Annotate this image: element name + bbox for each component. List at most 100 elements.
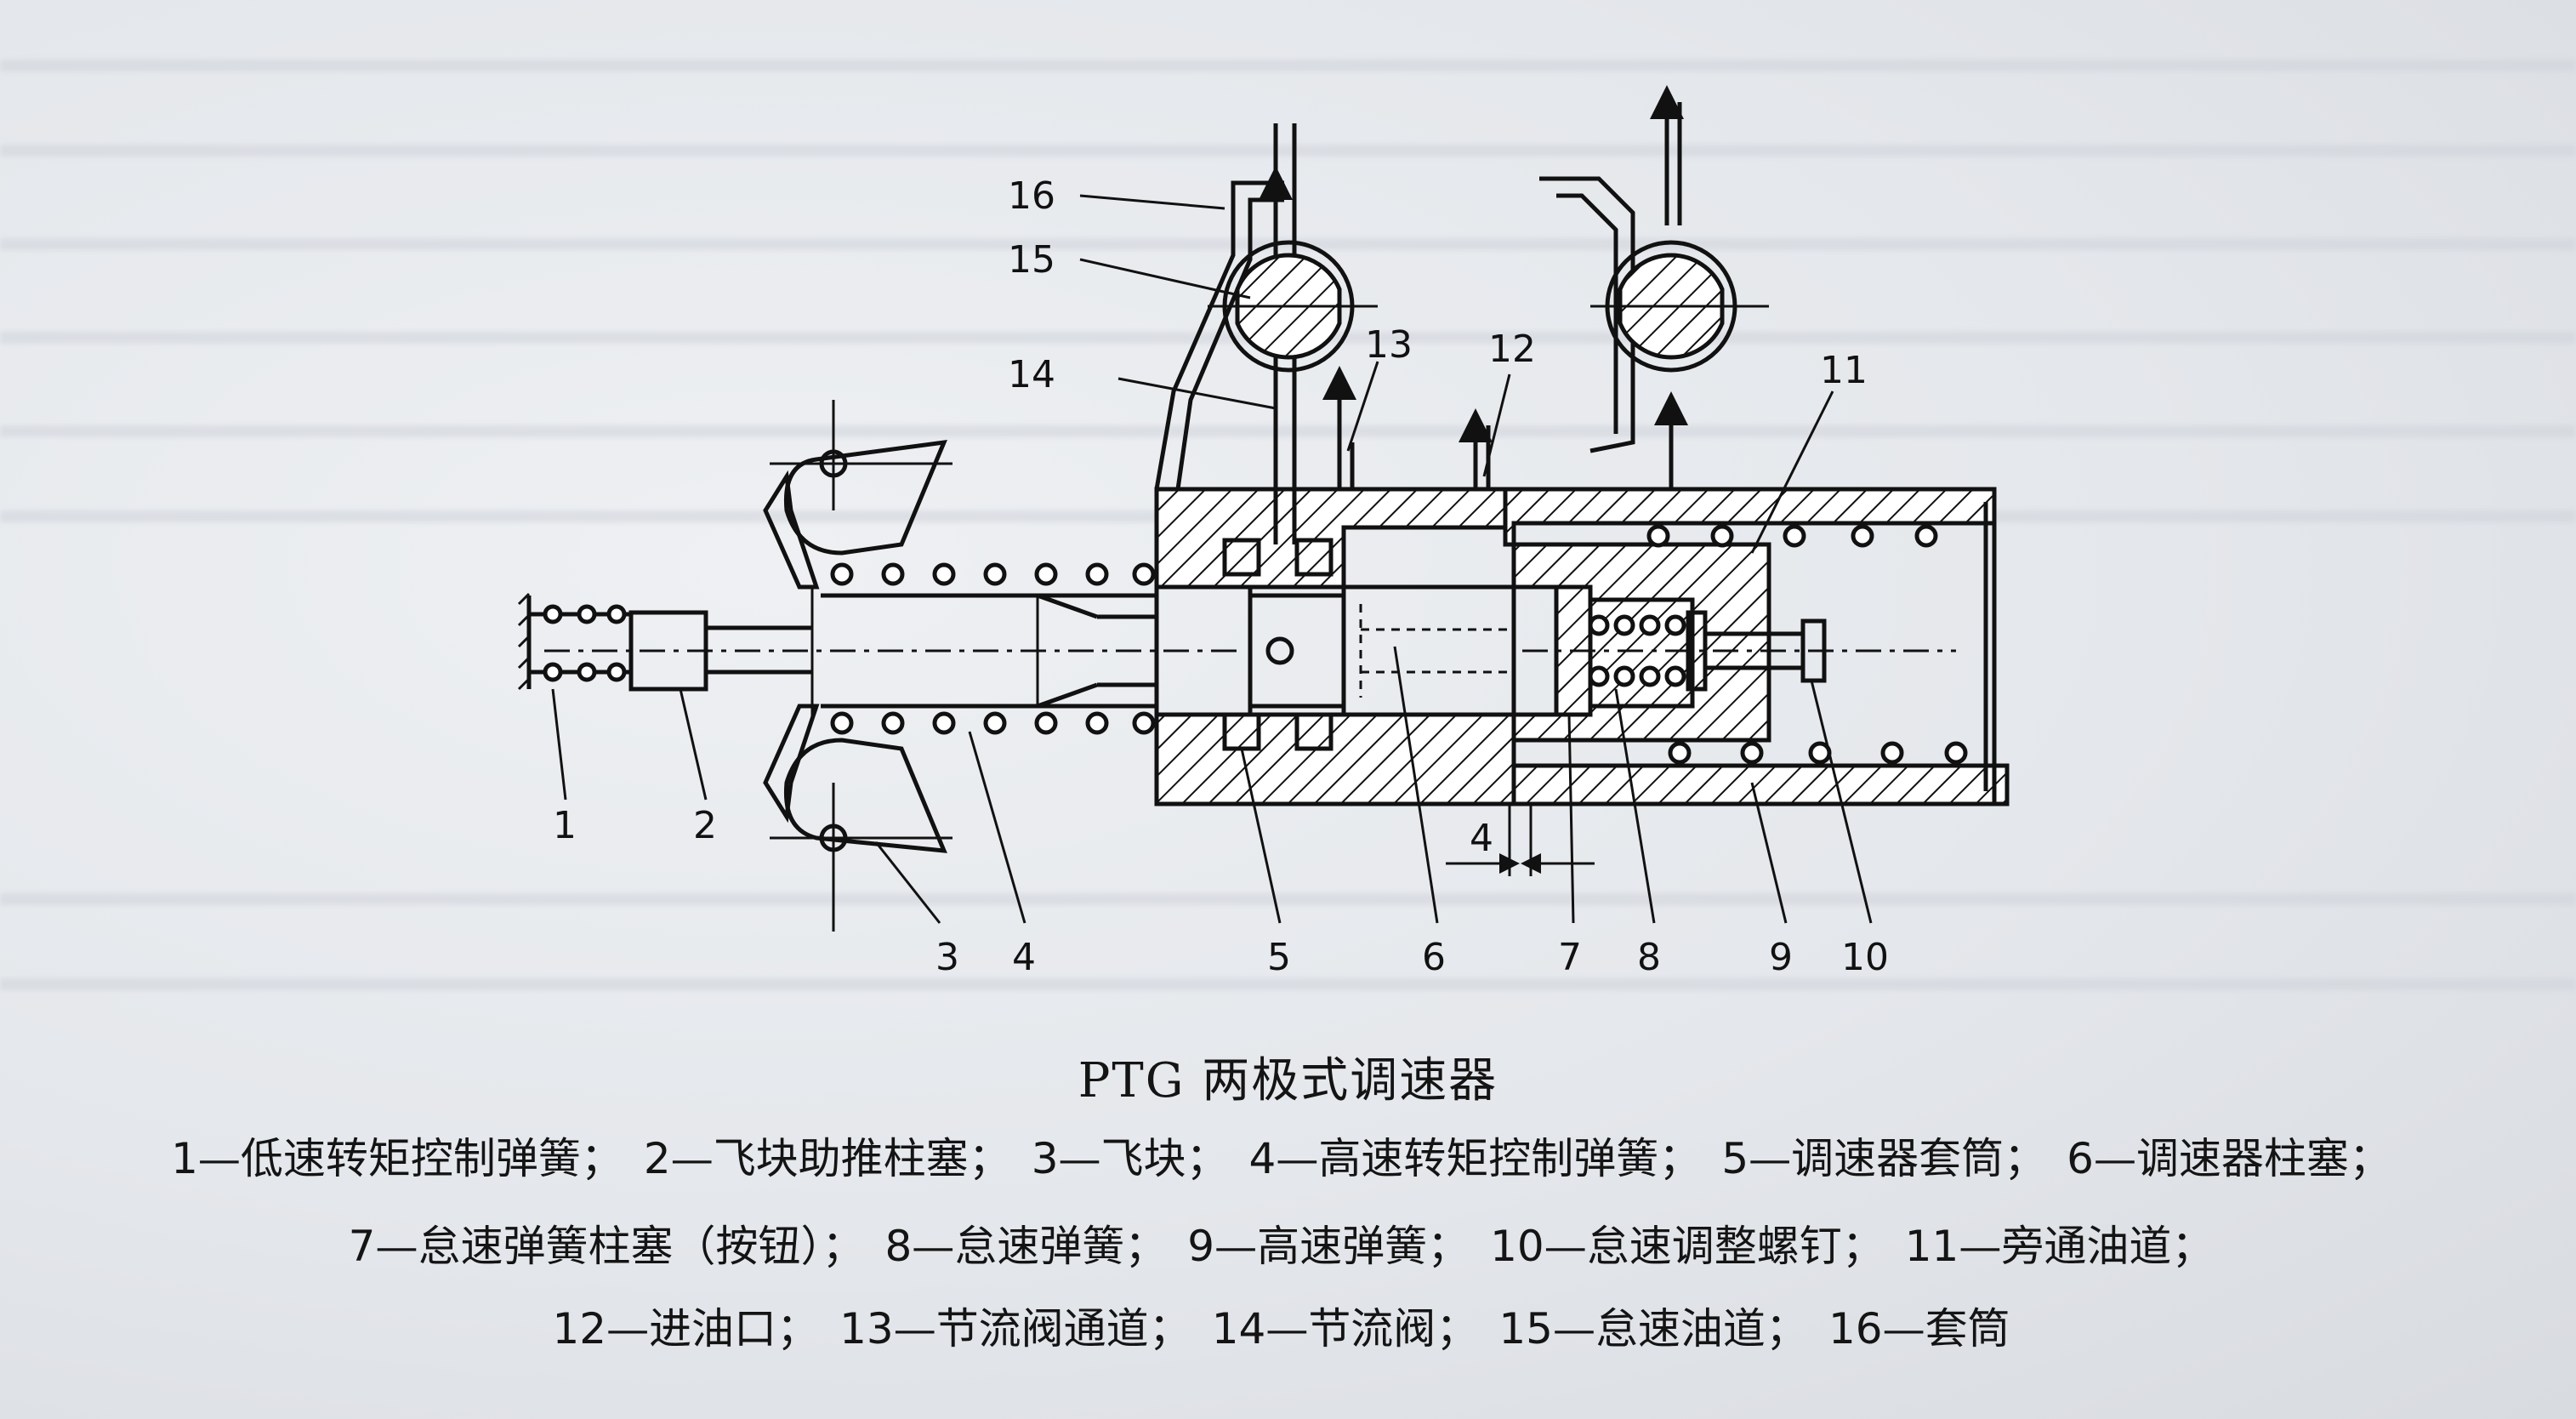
legend-line-3: 12—进油口；13—节流阀通道；14—节流阀；15—怠速油道；16—套筒: [0, 1295, 2576, 1356]
legend-line-2: 7—怠速弹簧柱塞（按钮）；8—怠速弹簧；9—高速弹簧；10—怠速调整螺钉；11—…: [0, 1212, 2576, 1274]
callout-7: 7: [1558, 936, 1582, 979]
legend-item: 13—节流阀通道；: [839, 1304, 1205, 1353]
legend-item-separator: ；: [1658, 1134, 1702, 1183]
sleeve-16: [1154, 180, 1284, 490]
legend-line-1: 1—低速转矩控制弹簧；2—飞块助推柱塞；3—飞块；4—高速转矩控制弹簧；5—调速…: [0, 1125, 2576, 1186]
flyweight-lower: [763, 704, 952, 932]
legend-item-text: —节流阀: [1265, 1304, 1436, 1353]
legend-item: 7—怠速弹簧柱塞（按钮）；: [349, 1222, 879, 1271]
legend-item-separator: ；: [1841, 1222, 1885, 1271]
callout-11: 11: [1820, 349, 1868, 392]
legend-item-text: —怠速弹簧: [912, 1222, 1125, 1271]
dimension-label: 4: [1470, 817, 1493, 860]
flyweight-upper: [763, 400, 952, 590]
legend-item: 5—调速器套筒；: [1721, 1134, 2060, 1183]
idle-adjusting-screw: [1522, 618, 1956, 683]
legend-item-text: —怠速调整螺钉: [1544, 1222, 1842, 1271]
callout-14: 14: [1008, 353, 1055, 396]
figure-title: PTG 两极式调速器: [1078, 1053, 1498, 1108]
legend-item: 9—高速弹簧；: [1187, 1222, 1483, 1271]
idle-spring-plunger: [1511, 542, 1771, 743]
legend-item: 2—飞块助推柱塞；: [644, 1134, 1025, 1183]
callout-1: 1: [553, 804, 577, 847]
governor-housing: [1154, 487, 2010, 806]
legend-item-number: 4: [1248, 1134, 1277, 1183]
bypass-passage-top: [1539, 85, 1769, 489]
callout-2: 2: [693, 804, 717, 847]
legend-item-number: 11: [1904, 1222, 1959, 1271]
idle-fuel-passage-15: [1208, 240, 1378, 373]
callout-9: 9: [1769, 936, 1793, 979]
high-speed-spring: [1646, 489, 1997, 804]
legend-item-text: —怠速弹簧柱塞（按钮）: [375, 1222, 822, 1271]
high-speed-torque-spring: [544, 562, 1242, 735]
legend-item: 14—节流阀；: [1212, 1304, 1493, 1353]
legend-item-number: 12: [552, 1304, 607, 1353]
legend-item-separator: ；: [968, 1134, 1011, 1183]
legend-item-number: 2: [643, 1134, 671, 1183]
legend-item-separator: ；: [1427, 1222, 1470, 1271]
legend-item-number: 16: [1828, 1304, 1883, 1353]
legend-item: 4—高速转矩控制弹簧；: [1249, 1134, 1715, 1183]
legend-item: 1—低速转矩控制弹簧；: [171, 1134, 637, 1183]
legend-item-separator: ；: [1765, 1304, 1808, 1353]
callout-6: 6: [1422, 936, 1446, 979]
legend-item-text: —节流阀通道: [893, 1304, 1149, 1353]
callout-5: 5: [1267, 936, 1291, 979]
legend-item-number: 1: [171, 1134, 198, 1183]
callout-12: 12: [1488, 328, 1536, 371]
legend-item: 6—调速器柱塞；: [2067, 1134, 2405, 1183]
idle-spring: [1588, 610, 1708, 692]
legend-item-text: —调速器套筒: [1749, 1134, 2005, 1183]
legend-item-number: 13: [839, 1304, 894, 1353]
legend-item: 12—进油口；: [552, 1304, 833, 1353]
legend-item-number: 14: [1211, 1304, 1266, 1353]
legend-item-text: —飞块助推柱塞: [670, 1134, 969, 1183]
legend-item: 16—套筒: [1828, 1304, 2024, 1353]
legend-item-separator: ；: [776, 1304, 820, 1353]
legend-item-text: —调速器柱塞: [2093, 1134, 2349, 1183]
legend-item: 10—怠速调整螺钉；: [1490, 1222, 1898, 1271]
legend-item-separator: ；: [1124, 1222, 1168, 1271]
legend-item-text: —套筒: [1882, 1304, 2010, 1353]
legend-item-number: 8: [884, 1222, 913, 1271]
callout-4: 4: [1012, 936, 1036, 979]
legend-item-number: 6: [2067, 1134, 2094, 1183]
callout-13: 13: [1365, 323, 1413, 367]
legend-item-separator: ；: [2171, 1222, 2215, 1271]
legend-item-number: 15: [1498, 1304, 1553, 1353]
legend-item-separator: ；: [822, 1222, 865, 1271]
dimension-marker: 4: [1446, 804, 1595, 876]
legend-item-text: —低速转矩控制弹簧: [197, 1134, 581, 1183]
legend-item: 15—怠速油道；: [1498, 1304, 1822, 1353]
legend-item-number: 9: [1187, 1222, 1215, 1271]
callout-3: 3: [935, 936, 959, 979]
legend-item-separator: ；: [1148, 1304, 1191, 1353]
legend-item: 3—飞块；: [1032, 1134, 1243, 1183]
legend-item-number: 5: [1721, 1134, 1749, 1183]
legend-item-text: —高速弹簧: [1214, 1222, 1428, 1271]
flyweight-assist-plunger: [628, 587, 814, 719]
governor-plunger: [1341, 584, 1516, 717]
legend-item-text: —飞块: [1058, 1134, 1186, 1183]
legend-item-number: 7: [348, 1222, 376, 1271]
legend-item-text: —高速转矩控制弹簧: [1276, 1134, 1659, 1183]
legend-item-separator: ；: [2004, 1134, 2047, 1183]
legend-item-separator: ；: [580, 1134, 623, 1183]
legend-item-separator: ；: [1186, 1134, 1229, 1183]
legend-item-number: 10: [1490, 1222, 1544, 1271]
legend-item: 11—旁通油道；: [1905, 1222, 2228, 1271]
throttle-passage-13: [1322, 366, 1356, 489]
fuel-inlet-12: [1459, 408, 1493, 489]
callouts: 1 2 3 4 5 6 7 8 9 10 11 12 13: [551, 174, 1889, 979]
callout-16: 16: [1008, 174, 1055, 218]
legend-item-text: —旁通油道: [1959, 1222, 2172, 1271]
legend-item-separator: ；: [1436, 1304, 1479, 1353]
callout-15: 15: [1008, 238, 1055, 282]
legend-item: 8—怠速弹簧；: [884, 1222, 1180, 1271]
callout-10: 10: [1841, 936, 1889, 979]
callout-8: 8: [1637, 936, 1661, 979]
legend-item-text: —进油口: [606, 1304, 777, 1353]
